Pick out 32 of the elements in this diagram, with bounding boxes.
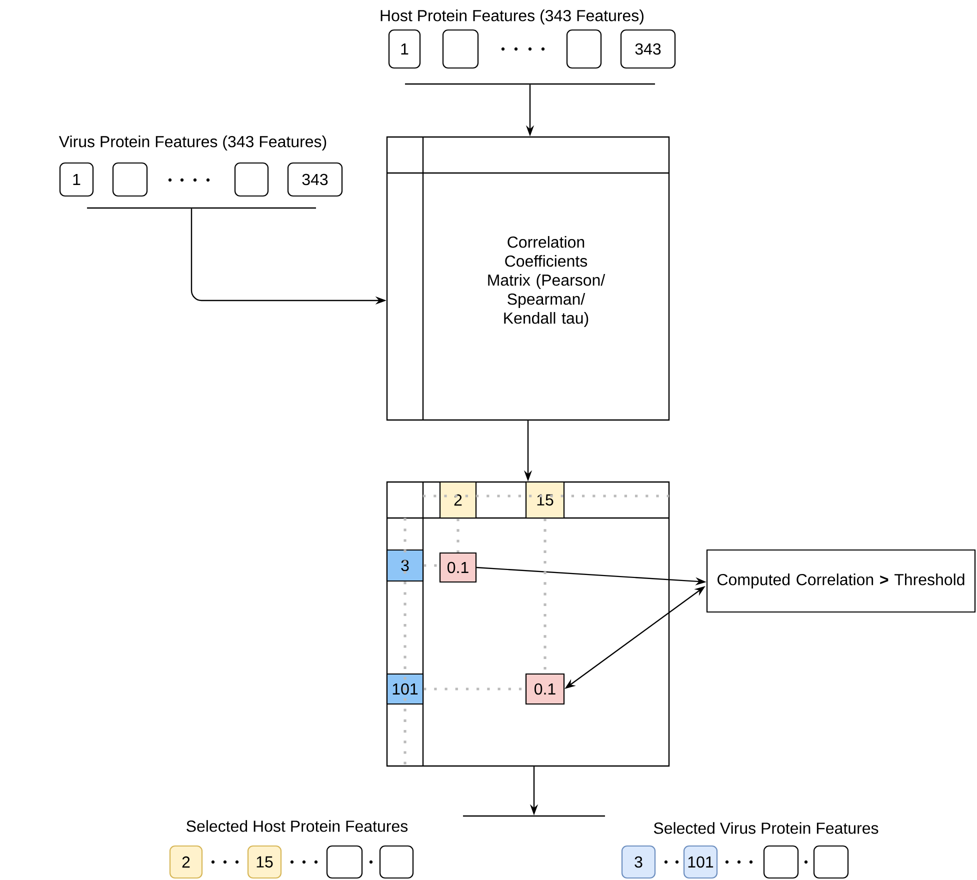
matrix-cell: 3 — [386, 549, 424, 582]
heading: Host Protein Features (343 Features) — [380, 10, 644, 24]
matrix-cell: 0.1 — [525, 673, 565, 705]
feature-box: 1 — [388, 29, 421, 69]
matrix-box — [386, 481, 670, 767]
feature-box — [813, 845, 849, 879]
merge-line — [462, 815, 606, 817]
feature-box: 343 — [620, 29, 676, 69]
feature-box: 15 — [247, 845, 282, 879]
matrix-cell: 0.1 — [439, 552, 477, 583]
heading: Virus Protein Features (343 Features) — [58, 136, 326, 150]
condition-box: Computed Correlation > Threshold — [706, 549, 976, 613]
feature-box: 343 — [287, 162, 343, 197]
heading: Selected Host Protein Features — [186, 820, 408, 832]
feature-box: 1 — [59, 162, 94, 197]
feature-box — [234, 162, 269, 197]
merge-line — [404, 83, 656, 85]
matrix-cell: 101 — [386, 673, 424, 705]
dotted-guide-line — [456, 518, 460, 552]
heading: Selected Virus Protein Features — [654, 822, 878, 834]
feature-box: 3 — [621, 845, 656, 879]
feature-box — [566, 29, 602, 69]
merge-line — [86, 207, 317, 209]
feature-box — [442, 29, 479, 69]
feature-box — [112, 162, 148, 197]
feature-box — [379, 845, 414, 879]
feature-box: 101 — [683, 845, 718, 879]
dotted-guide-line — [424, 564, 440, 567]
feature-box — [763, 845, 799, 879]
feature-box — [326, 845, 363, 879]
matrix-box: Correlation Coefficients Matrix (Pearson/ Spearman/ Kendall tau) — [386, 136, 670, 421]
feature-box: 2 — [169, 845, 203, 879]
